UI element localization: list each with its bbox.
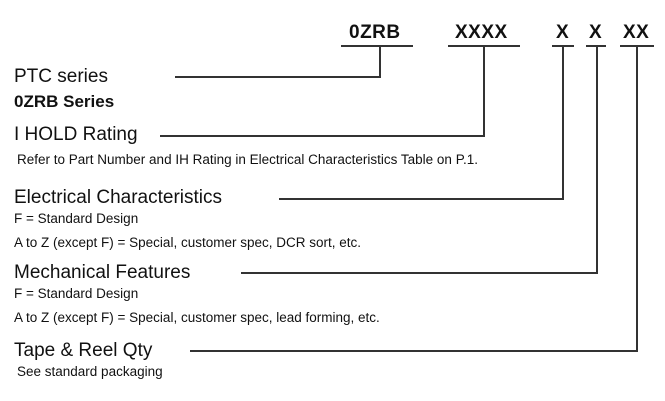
electrical-desc-line: F = Standard Design [14, 211, 139, 226]
leader-tape [190, 46, 638, 352]
tape-reel-desc-line: See standard packaging [17, 364, 163, 379]
code-series: 0ZRB [349, 22, 401, 43]
mechanical-title: Mechanical Features [14, 262, 191, 283]
electrical-desc-line: A to Z (except F) = Special, customer sp… [14, 235, 361, 250]
leader-mechanical [241, 46, 598, 274]
ihold-desc-line: Refer to Part Number and IH Rating in El… [17, 152, 478, 167]
leader-electrical [279, 46, 564, 200]
ptc-series-title: PTC series [14, 66, 108, 87]
leader-ihold [160, 46, 485, 137]
ptc-series-subtitle: 0ZRB Series [14, 92, 115, 111]
code-tape-reel: XX [623, 22, 650, 43]
tape-reel-title: Tape & Reel Qty [14, 340, 153, 361]
ihold-title: I HOLD Rating [14, 124, 138, 145]
leader-ptc [175, 46, 381, 78]
mechanical-desc-line: F = Standard Design [14, 286, 139, 301]
electrical-title: Electrical Characteristics [14, 187, 222, 208]
mechanical-desc-line: A to Z (except F) = Special, customer sp… [14, 310, 380, 325]
code-electrical: X [556, 22, 570, 43]
code-mechanical: X [589, 22, 603, 43]
code-ihold: XXXX [455, 22, 508, 43]
